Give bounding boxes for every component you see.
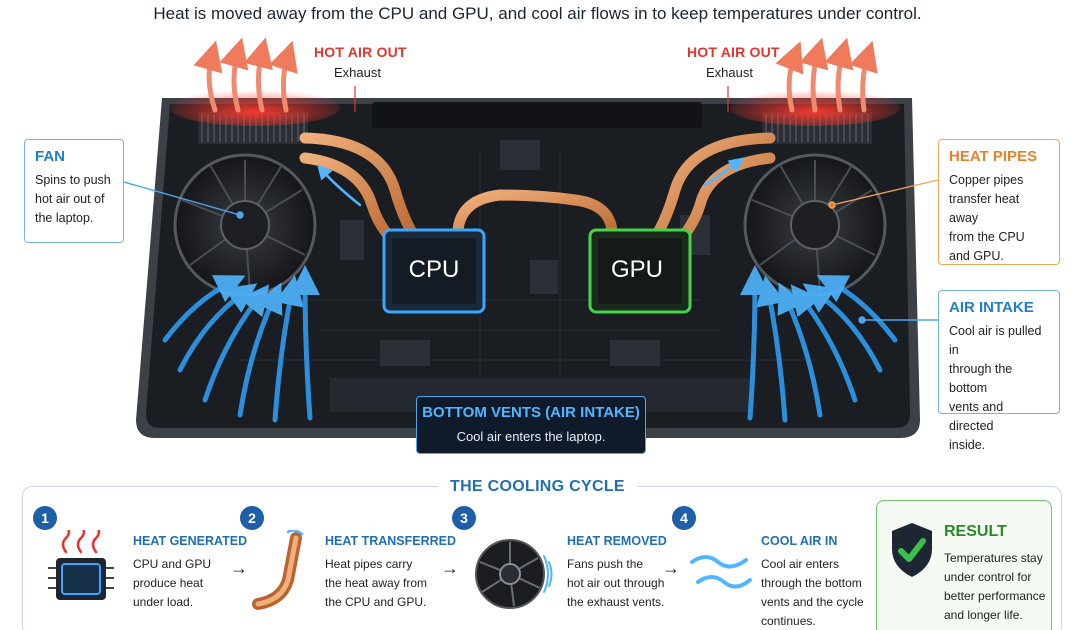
board-components (330, 140, 750, 412)
fan-icon (475, 539, 553, 609)
step-2-number: 2 (240, 506, 264, 530)
step-1-line: under load. (133, 595, 194, 609)
step-2-line: the heat away from (325, 576, 428, 590)
airflow-icon (690, 555, 752, 589)
step-arrow-2: → (441, 558, 459, 578)
callout-fan-title: FAN (35, 148, 65, 165)
callout-heat-pipes-line: and GPU. (949, 249, 1004, 263)
heat-pipe-icon (252, 530, 304, 610)
result-box: RESULT Temperatures stay under control f… (876, 500, 1052, 630)
exhaust-right-title: HOT AIR OUT (687, 44, 780, 60)
callout-air-intake: AIR INTAKE Cool air is pulled in through… (938, 290, 1060, 452)
fan-left (173, 153, 317, 297)
callout-fan: FAN Spins to push hot air out of the lap… (24, 139, 124, 243)
step-1-title: HEAT GENERATED (133, 534, 248, 548)
step-1-number: 1 (33, 506, 57, 530)
hot-air-arrows-right (775, 37, 878, 113)
callout-air-intake-line: vents and directed (949, 400, 1004, 433)
board-traces (240, 150, 820, 380)
step-1-line: CPU and GPU (133, 557, 212, 571)
bottom-vents-title: BOTTOM VENTS (AIR INTAKE) (422, 404, 640, 421)
result-text: Temperatures stay under control for bett… (944, 549, 1048, 625)
callout-heat-pipes-title: HEAT PIPES (949, 148, 1038, 165)
hot-glow-left (170, 90, 340, 126)
callout-air-intake-text: Cool air is pulled in through the bottom… (949, 322, 1049, 455)
gpu-label: GPU (610, 256, 663, 283)
callout-air-intake-title: AIR INTAKE (949, 299, 1034, 316)
cool-air-arrows-left (162, 265, 321, 423)
step-2-line: the CPU and GPU. (325, 595, 427, 609)
exhaust-right-subtitle: Exhaust (706, 65, 753, 80)
step-3-line: Fans push the (567, 557, 644, 571)
heat-pipe-leader (828, 179, 939, 209)
step-4-number: 4 (672, 506, 696, 530)
step-2-text: Heat pipes carry the heat away from the … (325, 555, 427, 612)
hot-air-arrows-left (193, 37, 298, 113)
callout-heat-pipes-line: Copper pipes (949, 173, 1024, 187)
step-4-line: through the bottom (761, 576, 862, 590)
step-4-line: vents and the cycle (761, 595, 864, 609)
result-line: Temperatures stay (944, 551, 1043, 565)
headline: Heat is moved away from the CPU and GPU,… (153, 4, 922, 23)
cpu-label: CPU (408, 256, 460, 283)
step-3-line: hot air out through (567, 576, 665, 590)
callout-heat-pipes-line: transfer heat away (949, 192, 1020, 225)
result-title: RESULT (944, 523, 1007, 540)
callout-heat-pipes-line: from the CPU (949, 230, 1025, 244)
chip-heat-icon (48, 530, 114, 600)
callout-heat-pipes-text: Copper pipes transfer heat away from the… (949, 171, 1049, 266)
step-2-line: Heat pipes carry (325, 557, 413, 571)
step-arrow-3: → (662, 558, 680, 578)
result-line: and longer life. (944, 608, 1023, 622)
step-3-title: HEAT REMOVED (567, 534, 667, 548)
shield-check-icon (892, 523, 932, 577)
callout-fan-text: Spins to push hot air out of the laptop. (35, 171, 113, 228)
bottom-vents-text: Cool air enters the laptop. (456, 429, 606, 444)
fan-right (743, 153, 887, 297)
callout-leaders (123, 181, 938, 324)
callout-air-intake-line: inside. (949, 438, 986, 452)
callout-heat-pipes: HEAT PIPES Copper pipes transfer heat aw… (938, 139, 1060, 265)
callout-air-intake-line: through the bottom (949, 362, 1013, 395)
callout-fan-line: hot air out of (35, 192, 105, 206)
exhaust-left-title: HOT AIR OUT (314, 44, 407, 60)
step-3-text: Fans push the hot air out through the ex… (567, 555, 664, 612)
laptop-cutaway-illustration (123, 37, 939, 438)
step-1-line: produce heat (133, 576, 204, 590)
hinge-bar (372, 102, 702, 128)
callout-air-intake-line: Cool air is pulled in (949, 324, 1042, 357)
step-4-line: continues. (761, 614, 816, 628)
step-3-number: 3 (452, 506, 476, 530)
callout-fan-line: the laptop. (35, 211, 94, 225)
exhaust-left-subtitle: Exhaust (334, 65, 381, 80)
step-1-text: CPU and GPU produce heat under load. (133, 555, 211, 612)
cool-air-arrows-right (739, 265, 898, 423)
result-line: under control for (944, 570, 1032, 584)
step-arrow-1: → (230, 558, 248, 578)
step-2-title: HEAT TRANSFERRED (325, 534, 457, 548)
heat-flow-arrows (317, 157, 744, 207)
step-3-line: the exhaust vents. (567, 595, 665, 609)
result-line: better performance (944, 589, 1046, 603)
callout-bottom-vents: BOTTOM VENTS (AIR INTAKE) Cool air enter… (416, 396, 646, 454)
step-4-text: Cool air enters through the bottom vents… (761, 555, 864, 630)
step-4-title: COOL AIR IN (761, 534, 838, 548)
cooling-cycle-title: THE COOLING CYCLE (438, 478, 637, 496)
callout-fan-line: Spins to push (35, 173, 111, 187)
step-4-line: Cool air enters (761, 557, 840, 571)
